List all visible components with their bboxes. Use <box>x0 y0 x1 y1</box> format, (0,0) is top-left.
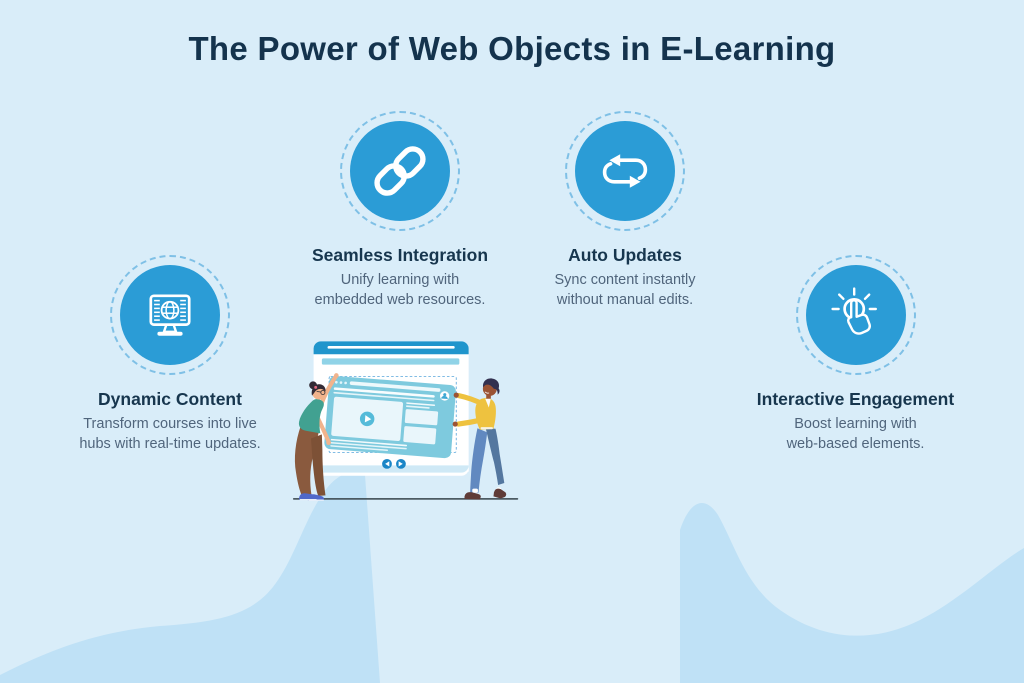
ground-line <box>292 497 519 500</box>
feature-auto-updates: Auto Updates Sync content instantly with… <box>515 111 735 311</box>
dashed-ring <box>565 111 685 231</box>
chain-link-icon <box>350 121 450 221</box>
feature-title: Seamless Integration <box>311 245 489 265</box>
sync-arrows-icon <box>575 121 675 221</box>
embedded-webobject-card <box>324 375 456 459</box>
feature-dynamic-content: Dynamic Content Transform courses into l… <box>55 255 285 455</box>
page-title: The Power of Web Objects in E-Learning <box>188 30 836 67</box>
feature-description: Sync content instantly without manual ed… <box>554 270 695 311</box>
dashed-ring <box>795 255 916 375</box>
prev-arrow-icon <box>382 458 392 469</box>
feature-description: Transform courses into live hubs with re… <box>79 414 260 455</box>
desc-line: Transform courses into live <box>83 416 257 432</box>
woman-illustration <box>294 373 339 501</box>
background-wave-left <box>0 472 380 683</box>
background-wave-right <box>680 503 1024 683</box>
feature-description: Unify learning with embedded web resourc… <box>315 270 486 311</box>
feature-title: Interactive Engagement <box>756 389 955 409</box>
feature-interactive-engagement: Interactive Engagement Boost learning wi… <box>733 255 978 455</box>
slide-title-placeholder <box>321 358 460 365</box>
desc-line: hubs with real-time updates. <box>79 436 261 453</box>
user-avatar-icon <box>440 391 450 401</box>
tap-click-icon <box>805 265 906 365</box>
dashed-ring <box>340 111 460 231</box>
side-panel <box>404 409 439 426</box>
desc-line: Sync content instantly <box>554 272 696 288</box>
next-arrow-icon <box>396 458 406 469</box>
man-illustration <box>452 378 507 500</box>
desc-line: embedded web resources. <box>314 292 486 309</box>
desc-line: Boost learning with <box>794 416 917 432</box>
center-illustration <box>280 330 750 683</box>
side-panel <box>403 426 437 445</box>
monitor-globe-icon <box>120 265 220 365</box>
desc-line: without manual edits. <box>556 292 694 309</box>
desc-line: Unify learning with <box>340 272 460 288</box>
feature-seamless-integration: Seamless Integration Unify learning with… <box>290 111 510 311</box>
desc-line: web-based elements. <box>786 436 925 453</box>
feature-description: Boost learning with web-based elements. <box>787 414 925 455</box>
feature-title: Auto Updates <box>568 245 682 265</box>
play-button-icon <box>359 411 375 427</box>
dashed-ring <box>110 255 230 375</box>
feature-title: Dynamic Content <box>98 389 242 409</box>
browser-dots-icon <box>334 380 347 385</box>
